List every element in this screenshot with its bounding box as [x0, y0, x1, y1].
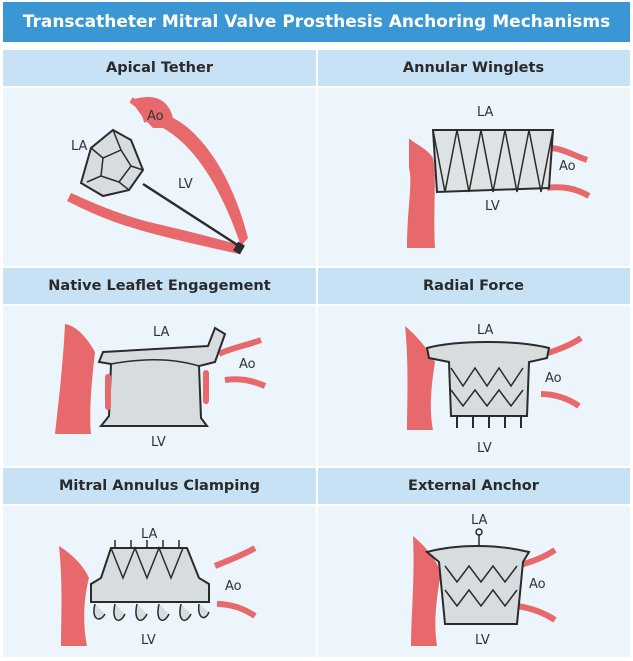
figure-title: Transcatheter Mitral Valve Prosthesis An…: [3, 2, 630, 42]
label-la: LA: [141, 527, 158, 542]
left-wall: [55, 324, 95, 434]
radial-force-illustration: LA Ao LV: [317, 306, 630, 466]
label-la: LA: [477, 105, 494, 120]
label-ao: Ao: [559, 159, 576, 174]
panel-title-apical-tether: Apical Tether: [3, 50, 316, 86]
ao-wall-top: [545, 338, 581, 354]
right-leaflet: [203, 370, 209, 404]
lv-wall-lower: [67, 193, 243, 254]
anchor-valve-body: [427, 546, 529, 624]
clamping-valve-body: [91, 548, 209, 602]
label-ao: Ao: [239, 357, 256, 372]
tether-valve-body: [81, 130, 143, 196]
label-lv: LV: [151, 435, 166, 450]
panel-title-native-leaflet: Native Leaflet Engagement: [3, 268, 316, 304]
label-ao: Ao: [225, 579, 242, 594]
left-wall: [405, 326, 435, 430]
ao-wall-top: [215, 548, 255, 566]
ao-wall-bottom: [225, 379, 265, 386]
label-la: LA: [71, 139, 88, 154]
panel-title-annulus-clamping: Mitral Annulus Clamping: [3, 468, 316, 504]
panel-title-annular-winglets: Annular Winglets: [317, 50, 630, 86]
ao-wall-top: [219, 340, 261, 354]
label-lv: LV: [178, 177, 193, 192]
ao-wall-bottom: [517, 606, 555, 620]
annular-winglets-illustration: LA Ao LV: [317, 88, 630, 266]
label-lv: LV: [141, 633, 156, 648]
radial-struts: [457, 416, 521, 428]
clamping-hooks: [94, 604, 209, 620]
external-anchor-illustration: LA Ao LV: [317, 506, 630, 657]
ao-wall-bottom: [217, 604, 255, 616]
label-lv: LV: [485, 199, 500, 214]
apical-tether-illustration: LA Ao LV: [3, 88, 316, 266]
label-la: LA: [471, 513, 488, 528]
label-lv: LV: [477, 441, 492, 456]
label-la: LA: [153, 325, 170, 340]
native-leaflet-illustration: LA Ao LV: [3, 306, 316, 466]
left-wall: [407, 138, 435, 248]
label-lv: LV: [475, 633, 490, 648]
panel-title-radial-force: Radial Force: [317, 268, 630, 304]
ao-wall-bottom: [547, 187, 589, 196]
label-la: LA: [477, 323, 494, 338]
label-ao: Ao: [147, 109, 164, 124]
left-wall: [59, 546, 89, 646]
annulus-clamping-illustration: LA Ao LV: [3, 506, 316, 657]
ao-wall-bottom: [541, 394, 579, 406]
label-ao: Ao: [545, 371, 562, 386]
left-leaflet: [105, 374, 111, 410]
panel-title-external-anchor: External Anchor: [317, 468, 630, 504]
label-ao: Ao: [529, 577, 546, 592]
figure: Transcatheter Mitral Valve Prosthesis An…: [3, 2, 630, 657]
